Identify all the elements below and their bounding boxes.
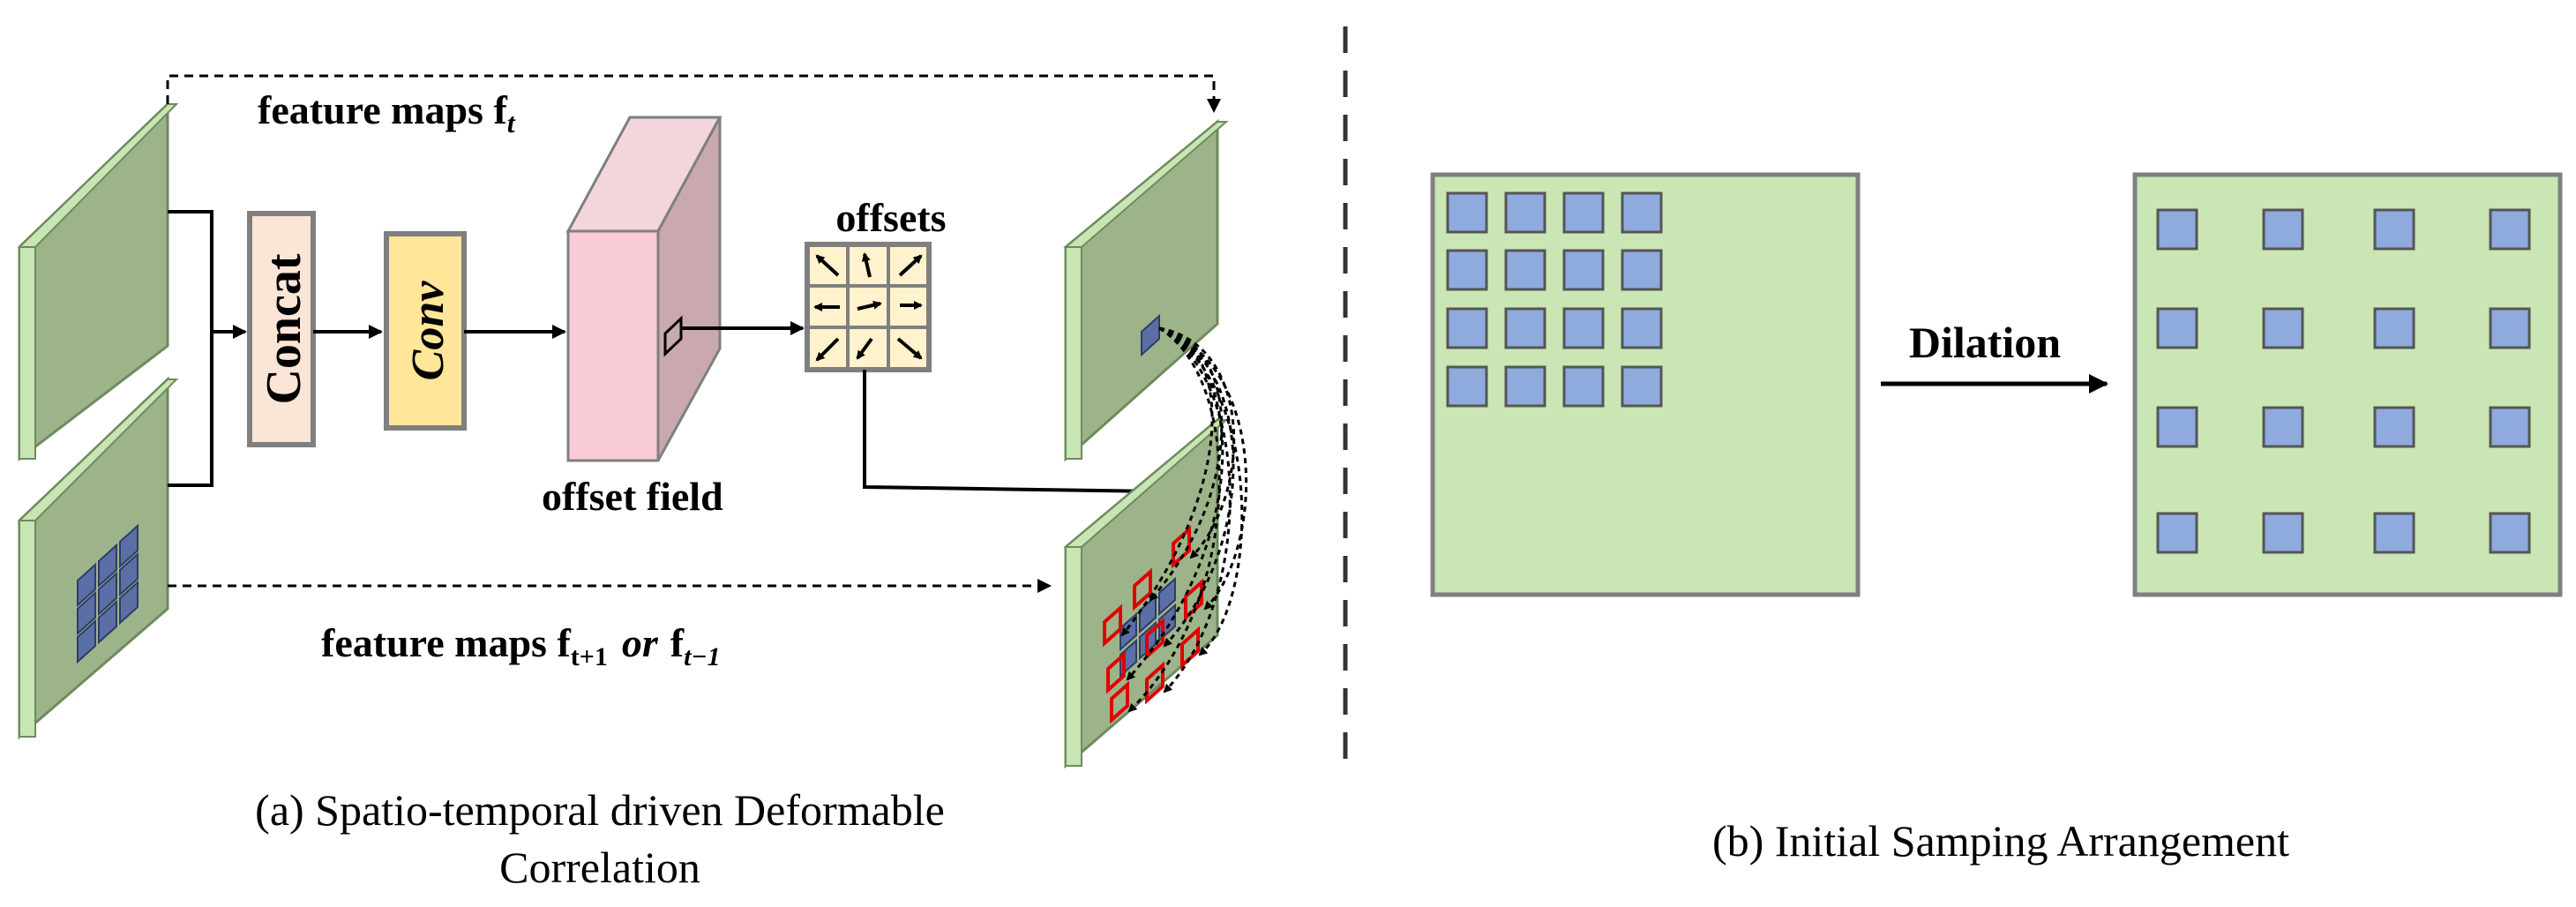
panel-b: Dilation (b) Initial Samping Arrangement xyxy=(1430,172,2563,866)
feature-map-bottom-left xyxy=(17,376,179,740)
deformed-sampling-points xyxy=(1103,525,1203,724)
merge-connector xyxy=(168,210,247,487)
conv-label: Conv xyxy=(403,281,453,381)
offset-field-block xyxy=(565,116,723,462)
feature-maps-top-label: feature maps ft xyxy=(258,87,516,139)
panel-a: Concat Conv offsets xyxy=(17,74,1248,892)
dilation-label: Dilation xyxy=(1909,318,2061,367)
concat-label: Concat xyxy=(257,253,311,404)
feature-map-bottom-right xyxy=(1063,416,1229,769)
offset-field-patch xyxy=(663,315,683,357)
conv-block: Conv xyxy=(384,231,467,431)
caption-a-line1: (a) Spatio-temporal driven Deformable xyxy=(255,785,945,835)
feature-map-top-left xyxy=(17,101,179,462)
correlation-curves xyxy=(1120,326,1248,713)
arrow-offsets-to-sampling xyxy=(863,370,1216,499)
offset-field-label: offset field xyxy=(542,474,723,519)
offsets-grid: offsets xyxy=(805,195,947,372)
query-patch xyxy=(1141,313,1160,357)
offsets-label: offsets xyxy=(835,195,946,240)
dilated-sample-squares xyxy=(2156,208,2531,554)
concat-block: Concat xyxy=(247,211,316,447)
caption-b: (b) Initial Samping Arrangement xyxy=(1712,816,2289,866)
feature-map-top-right xyxy=(1063,118,1229,462)
sampling-grid-bottom-left xyxy=(77,523,139,664)
offset-arrow-icon xyxy=(813,252,923,362)
caption-a-line2: Correlation xyxy=(499,843,700,892)
dense-sample-squares xyxy=(1446,191,1663,408)
